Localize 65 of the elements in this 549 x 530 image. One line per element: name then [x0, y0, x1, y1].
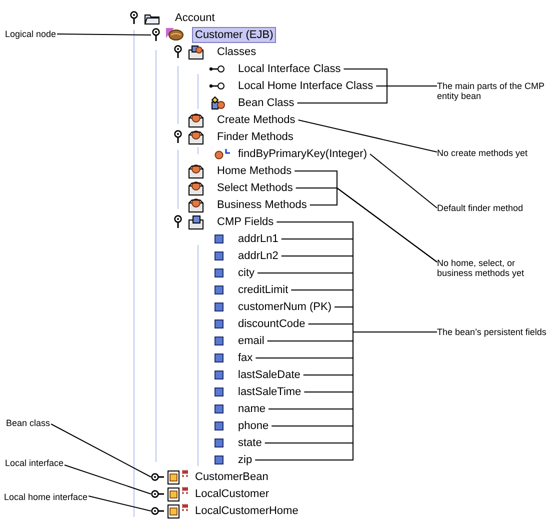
selected-item-label: Customer (EJB): [193, 28, 276, 42]
leader-line: [298, 120, 438, 152]
tree-item: [188, 163, 294, 179]
callout-text: Local home interface: [4, 492, 88, 502]
tree-item-label: Local Interface Class: [237, 62, 342, 76]
callout-text: No create methods yet: [437, 148, 547, 158]
tree-item: [214, 265, 256, 281]
tree-item-label: Finder Methods: [216, 130, 294, 144]
tree-item-label: Select Methods: [216, 181, 294, 195]
tree-item: [214, 452, 254, 468]
callout-text: Bean class: [6, 418, 50, 428]
callout-text: Default finder method: [437, 203, 547, 213]
leader-line: [50, 424, 152, 478]
tree-item-label: city: [237, 266, 256, 280]
tree-item: [214, 146, 369, 162]
tree-item-label: LocalCustomerHome: [194, 504, 300, 518]
tree-item: [173, 44, 258, 60]
tree-item-label: lastSaleDate: [237, 368, 302, 382]
tree-item: [151, 503, 300, 519]
leader-line: [56, 34, 152, 36]
tree-item-label: Home Methods: [216, 164, 293, 178]
tree-item-label: Bean Class: [237, 96, 296, 110]
tree-item-label: addrLn2: [237, 249, 280, 263]
tree-item-label: CustomerBean: [194, 470, 270, 484]
tree-item-label: CMP Fields: [216, 215, 275, 229]
callout-text: The main parts of the CMP entity bean: [437, 81, 547, 101]
tree-item-label: findByPrimaryKey(Integer): [237, 147, 368, 161]
tree-item-label: customerNum (PK): [237, 300, 333, 314]
leader-line: [254, 332, 438, 460]
tree-item-label: Create Methods: [216, 113, 296, 127]
tree-item: [211, 95, 296, 111]
tree-item-label: fax: [237, 351, 254, 365]
tree-item-label: Account: [174, 11, 216, 25]
tree-item-label: name: [237, 402, 267, 416]
tree-item: [214, 299, 334, 315]
tree-item-label: email: [237, 334, 266, 348]
tree-item-label: Local Home Interface Class: [237, 79, 374, 93]
tree-item-label: addrLn1: [237, 232, 280, 246]
tree-item: [188, 112, 298, 128]
tree-item-label: state: [237, 436, 263, 450]
tree-item: [173, 129, 296, 145]
callout-text: Local interface: [5, 458, 64, 468]
leader-line: [296, 86, 438, 104]
tree-item: [151, 486, 271, 502]
tree-item: [129, 10, 217, 26]
tree-item-label: LocalCustomer: [194, 487, 270, 501]
leader-line: [370, 154, 438, 208]
tree-item-label: lastSaleTime: [237, 385, 302, 399]
tree-item-label: zip: [237, 453, 254, 467]
tree-item: [188, 180, 295, 196]
tree-item-label: discountCode: [237, 317, 306, 331]
tree-item-label: creditLimit: [237, 283, 290, 297]
leader-line: [88, 496, 152, 512]
callout-text: No home, select, or business methods yet: [437, 258, 537, 278]
callout-text: The bean’s persistent fields: [437, 327, 547, 337]
tree-item: [214, 418, 271, 434]
callout-text: Logical node: [5, 29, 56, 39]
tree-item: [151, 469, 270, 485]
tree-item: [173, 214, 276, 230]
leader-line: [64, 464, 152, 494]
tree-item: [151, 27, 276, 43]
tree-item-label: Classes: [216, 45, 258, 59]
tree-item-label: Business Methods: [216, 198, 308, 212]
tree-item-label: phone: [237, 419, 270, 433]
tree-item: [188, 197, 309, 213]
